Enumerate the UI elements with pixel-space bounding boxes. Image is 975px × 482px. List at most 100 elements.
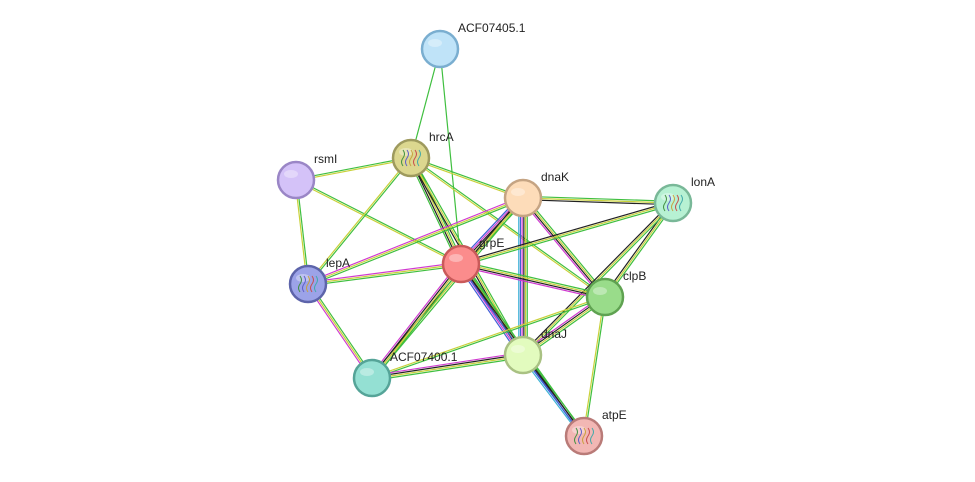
edge-evidence-magenta	[369, 262, 460, 377]
edge-evidence-magenta	[307, 195, 523, 283]
edge-grpE-lepA[interactable]	[307, 261, 462, 287]
edge-evidence-yellow	[307, 197, 524, 285]
node-label: dnaJ	[541, 327, 567, 341]
edge-evidence-green	[439, 48, 462, 265]
protein-structure-icon	[401, 149, 421, 167]
nodes-layer: ACF07405.1 hrcA rsmI dnaK lonA grpE lepA clpB dn…	[276, 21, 715, 456]
edge-clpB-ACF07400.1[interactable]	[371, 295, 606, 380]
node-lonA[interactable]: lonA	[653, 175, 715, 223]
edge-evidence-yellow	[522, 202, 674, 356]
edge-grpE-ACF07400.1[interactable]	[369, 262, 464, 380]
edge-evidence-yellow	[523, 197, 607, 297]
edge-evidence-green	[308, 265, 462, 287]
node-label: ACF07405.1	[458, 21, 526, 35]
edge-hrcA-lepA[interactable]	[306, 157, 413, 285]
edge-evidence-green	[584, 297, 607, 437]
node-label: atpE	[602, 408, 627, 422]
edge-evidence-green	[295, 156, 411, 180]
edge-evidence-yellow	[307, 263, 462, 285]
node-grpE[interactable]: grpE	[441, 236, 504, 284]
edge-evidence-magenta	[307, 261, 461, 283]
edge-evidence-black	[370, 263, 461, 378]
node-label: clpB	[623, 269, 646, 283]
node-circle[interactable]	[503, 335, 543, 375]
node-label: ACF07400.1	[390, 350, 458, 364]
node-highlight	[593, 287, 607, 295]
edge-evidence-yellow	[295, 180, 461, 266]
edge-evidence-yellow	[604, 202, 674, 298]
edge-dnaJ-ACF07400.1[interactable]	[371, 351, 524, 382]
edge-evidence-green	[296, 178, 462, 264]
edge-clpB-atpE[interactable]	[582, 296, 607, 437]
node-highlight	[428, 39, 442, 47]
edge-evidence-green	[461, 204, 674, 267]
node-label: grpE	[479, 236, 504, 250]
edge-evidence-black	[371, 353, 523, 378]
node-circle[interactable]	[503, 178, 543, 218]
edge-evidence-yellow	[411, 157, 463, 264]
edge-evidence-yellow	[296, 158, 412, 182]
node-label: lonA	[691, 175, 715, 189]
edge-evidence-yellow	[410, 158, 605, 299]
protein-structure-icon	[663, 194, 683, 212]
edge-evidence-yellow	[582, 296, 605, 436]
edge-evidence-magenta	[371, 351, 523, 377]
edge-evidence-black	[409, 158, 461, 265]
edge-evidence-yellow	[306, 157, 411, 284]
edge-evidence-green	[605, 203, 675, 299]
node-circle[interactable]	[441, 244, 481, 284]
node-lepA[interactable]: lepA	[288, 256, 350, 304]
edge-dnaK-lonA[interactable]	[522, 195, 674, 206]
edge-grpE-clpB[interactable]	[460, 260, 606, 301]
edge-lonA-grpE[interactable]	[460, 200, 674, 267]
protein-structure-icon	[574, 427, 594, 445]
edge-evidence-green	[373, 265, 464, 380]
node-label: hrcA	[429, 130, 454, 144]
node-circle[interactable]	[585, 277, 625, 317]
edge-evidence-green	[461, 260, 606, 296]
node-dnaK[interactable]: dnaK	[503, 170, 569, 218]
node-clpB[interactable]: clpB	[585, 269, 646, 317]
node-label: lepA	[326, 256, 350, 270]
edge-hrcA-clpB[interactable]	[410, 156, 606, 299]
edge-evidence-yellow	[461, 262, 606, 297]
node-atpE[interactable]: atpE	[564, 408, 627, 456]
edge-dnaK-clpB[interactable]	[520, 195, 608, 300]
edge-evidence-green	[308, 199, 524, 287]
edge-evidence-yellow	[410, 158, 523, 200]
node-highlight	[449, 254, 463, 262]
edge-evidence-yellow	[371, 295, 605, 378]
node-label: rsmI	[314, 152, 337, 166]
edge-evidence-green	[308, 158, 413, 285]
edge-evidence-green	[372, 297, 606, 380]
node-highlight	[360, 368, 374, 376]
edge-evidence-magenta	[520, 199, 604, 300]
edge-evidence-black	[522, 199, 673, 206]
edge-ACF07405.1-grpE[interactable]	[439, 48, 462, 265]
edge-dnaK-lepA[interactable]	[307, 195, 524, 287]
node-highlight	[572, 426, 586, 434]
edge-rsmI-grpE[interactable]	[295, 178, 462, 266]
node-circle[interactable]	[352, 358, 392, 398]
node-ACF07405.1[interactable]: ACF07405.1	[420, 21, 526, 69]
edge-evidence-yellow	[460, 202, 674, 265]
edge-evidence-black	[521, 201, 673, 355]
node-label: dnaK	[541, 170, 569, 184]
protein-structure-icon	[298, 275, 318, 293]
edge-rsmI-hrcA[interactable]	[295, 156, 412, 182]
edge-hrcA-dnaK[interactable]	[410, 156, 524, 200]
node-dnaJ[interactable]: dnaJ	[503, 327, 567, 375]
edge-evidence-black	[460, 264, 605, 299]
node-highlight	[296, 274, 310, 282]
node-rsmI[interactable]: rsmI	[276, 152, 337, 200]
edge-evidence-yellow	[372, 264, 463, 379]
edge-evidence-green	[372, 356, 524, 382]
edge-evidence-yellow	[372, 355, 524, 380]
edge-evidence-green	[411, 156, 606, 297]
edge-evidence-black	[460, 200, 673, 263]
node-circle[interactable]	[420, 29, 460, 69]
node-ACF07400.1[interactable]: ACF07400.1	[352, 350, 458, 398]
node-circle[interactable]	[276, 160, 316, 200]
node-hrcA[interactable]: hrcA	[391, 130, 454, 178]
